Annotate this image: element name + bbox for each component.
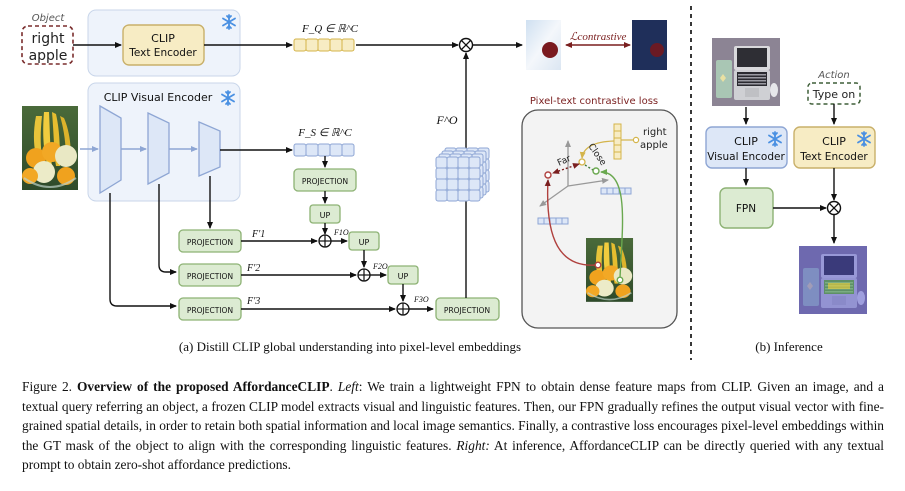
caption-left-label: Left [337,379,359,394]
cube-cell [468,156,481,169]
fs-label: F_S ∈ ℝ^C [297,127,352,139]
query-line1: right [643,127,667,138]
figure-number: Figure 2. [22,379,72,394]
multiply-operator-icon [458,37,474,53]
cube-cell [457,167,470,180]
pixel-embedding-vector [600,187,632,195]
visual-encoder-line2: Visual Encoder [707,151,785,163]
pixel-embedding-vector [537,217,569,225]
up-label: UP [359,238,370,247]
close-pixel-point [592,167,600,175]
encoder-stage-1 [99,104,122,195]
fq-label: F_Q ∈ ℝ^C [301,23,359,35]
fo-label: F^O [435,113,457,127]
f1-prime-label: F′1 [251,229,265,240]
add-operator-icon [318,234,332,248]
encoder-stage-2 [147,111,170,186]
clip-text-encoder [122,24,205,66]
f3-prime-label: F′3 [246,296,260,307]
projection-label: PROJECTION [187,238,233,247]
training-image-fruits [585,237,634,303]
query-line2: apple [640,140,668,151]
affordance-prediction-image [799,246,867,314]
cube-cell [446,178,459,191]
cube-cell [468,167,481,180]
object-query-line2: apple [29,48,68,64]
caption-title: Overview of the proposed AffordanceCLIP [77,379,330,394]
action-tag: Action [817,70,850,81]
object-query-box [21,25,74,65]
projection-block-final [435,297,500,321]
caption-left-text: : We train a lightweight FPN to obtain d… [22,379,884,453]
f2-prime-label: F′2 [246,263,260,274]
object-tag: Object [32,13,66,24]
text-encoder-line2: Text Encoder [128,47,197,59]
text-encoder-line1: CLIP [822,135,846,148]
contrastive-loss-label: ℒcontrastive [570,31,627,43]
up-label: UP [320,211,331,220]
action-query: Type on [812,88,855,101]
far-pixel-point [544,171,552,179]
add-operator-icon [357,268,371,282]
contrastive-box-title: Pixel-text contrastive loss [530,96,658,107]
predicted-heatmap-image [526,20,561,70]
object-query-line1: right [32,31,65,47]
projection-label: PROJECTION [302,177,348,186]
cube-cell [457,156,470,169]
cube-cell [446,189,459,202]
cube-cell [435,178,448,191]
input-image-laptop [712,38,780,106]
encoder-stage-3 [198,121,221,177]
subcaption-a: (a) Distill CLIP global understanding in… [179,339,521,354]
fq-vector [293,38,355,52]
ground-truth-mask-image [632,20,667,70]
cube-cell [435,167,448,180]
text-encoder-line2: Text Encoder [799,151,868,163]
text-encoder-line1: CLIP [151,32,175,45]
projection-label: PROJECTION [444,306,490,315]
up-label: UP [398,272,409,281]
cube-cell [468,178,481,191]
figure-caption: Figure 2. Overview of the proposed Affor… [22,379,884,473]
visual-encoder-line1: CLIP [734,135,758,148]
f3o-label: F3O [413,295,429,304]
cube-cell [457,178,470,191]
cube-cell [457,189,470,202]
text-point [578,158,586,166]
subcaption-b: (b) Inference [755,339,823,354]
caption-right-label: Right: [456,437,490,453]
cube-cell [446,167,459,180]
f2o-label: F2O [372,262,388,271]
projection-label: PROJECTION [187,272,233,281]
cube-cell [435,189,448,202]
visual-encoder-title: CLIP Visual Encoder [104,91,213,104]
input-image-fruits [21,105,79,191]
f1o-label: F1O [333,228,349,237]
feature-map-cube [435,147,490,202]
text-embedding-vector [613,123,622,160]
architecture-diagram: Object right apple CLIP Text Encoder F_Q… [21,6,876,360]
projection-label: PROJECTION [187,306,233,315]
fs-vector [293,143,355,157]
add-operator-icon [396,302,410,316]
multiply-operator-icon [826,200,842,216]
cube-cell [468,189,481,202]
cube-cell [435,156,448,169]
caption-right-text: At inference, AffordanceCLIP can be dire… [22,437,884,473]
fpn-label: FPN [736,203,756,215]
cube-cell [446,156,459,169]
